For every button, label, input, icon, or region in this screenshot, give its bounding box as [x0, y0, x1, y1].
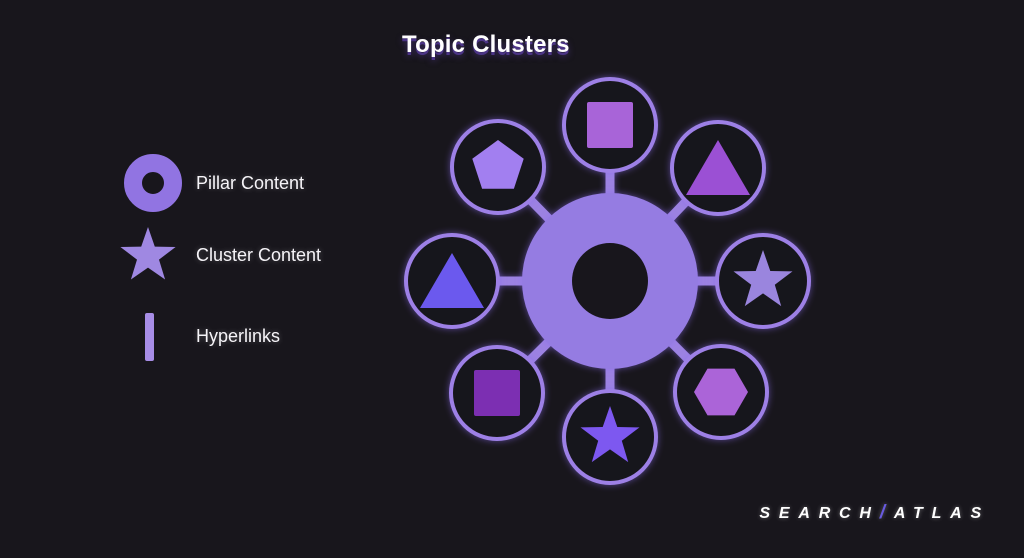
hub-ring-hole — [572, 243, 648, 319]
node-shape-star — [580, 406, 640, 463]
node-shape-square — [587, 102, 633, 148]
search-atlas-logo: SEARCH/ATLAS — [759, 502, 990, 524]
node-shape-square — [474, 370, 520, 416]
node-shape-hexagon — [694, 368, 748, 416]
node-shape-pentagon — [472, 140, 524, 189]
legend-label-cluster-content: Cluster Content — [196, 245, 322, 265]
node-shape-triangle — [686, 140, 750, 195]
node-shape-triangle — [420, 253, 484, 308]
logo-word-atlas: ATLAS — [893, 505, 990, 522]
node-shape-star — [733, 250, 793, 307]
cluster-star-icon — [120, 227, 176, 280]
hyperlink-bar-icon — [145, 313, 154, 361]
logo-slash: / — [879, 502, 894, 523]
legend-label-pillar-content: Pillar Content — [196, 173, 305, 193]
logo-word-search: SEARCH — [759, 505, 880, 522]
legend-label-hyperlinks: Hyperlinks — [196, 326, 281, 346]
page-title: Topic Clusters — [402, 31, 570, 58]
legend: Pillar Content Cluster Content Hyperlink… — [0, 0, 360, 420]
pillar-ring-icon — [124, 154, 182, 212]
